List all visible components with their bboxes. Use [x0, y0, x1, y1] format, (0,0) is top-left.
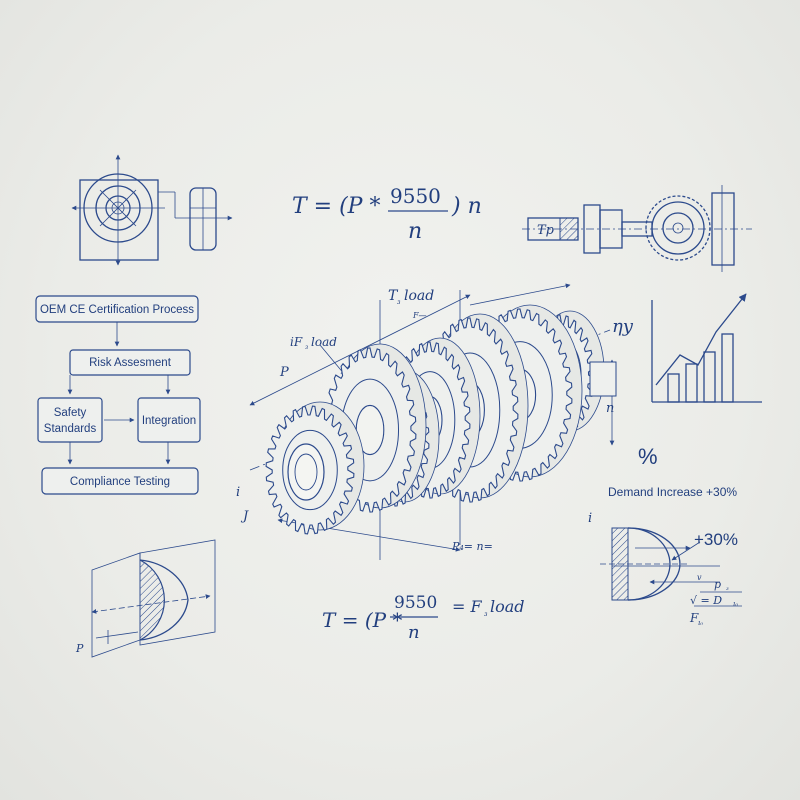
- if-load-text: load: [311, 335, 337, 349]
- shaft-label: Tp: [537, 223, 555, 238]
- growth-bar-4: [721, 333, 734, 403]
- section-eq-sub: ı₀: [733, 600, 738, 608]
- formula-bottom-denominator: n: [408, 622, 420, 643]
- gear-front-pinion-web: [282, 429, 338, 511]
- flow-step-compliance: Compliance Testing: [70, 476, 170, 488]
- torque-formula-top: T = (P * 9550 ) n n: [292, 184, 482, 244]
- p-label: P: [279, 365, 289, 380]
- plus-30-label: +30%: [694, 530, 738, 549]
- flow-box-integration: [137, 397, 201, 443]
- flow-box-risk: [69, 349, 191, 376]
- t-load-sub: ₃: [397, 297, 401, 307]
- if-load-sub: ₃: [305, 342, 308, 351]
- formula-top-rhs: ) n: [451, 194, 482, 219]
- formula-top-lhs: T = (P *: [292, 194, 380, 219]
- gear-assembly-drawing: [249, 283, 617, 560]
- section-v: v: [697, 573, 702, 582]
- j-label: J: [240, 509, 249, 524]
- demand-increase-label: Demand Increase +30%: [608, 485, 737, 499]
- front-bore-inner: [294, 453, 318, 491]
- formula-top-numerator: 9550: [390, 184, 441, 208]
- section-eq: √ = D: [690, 594, 722, 607]
- flow-title: OEM CE Certification Process: [40, 304, 194, 316]
- cross-section-drawing: [600, 527, 742, 607]
- section-view-drawing: P: [75, 539, 216, 658]
- shaft-stub: [589, 361, 617, 397]
- p-n-label: P₄= n=: [451, 540, 493, 553]
- section-p: p: [714, 578, 721, 591]
- formula-top-denominator: n: [408, 219, 422, 244]
- section-p-sub: ₃: [726, 584, 729, 592]
- bearing-housing-drawing: [71, 154, 233, 266]
- formula-bottom-lhs: T = (P *: [322, 608, 402, 632]
- formula-bottom-sub: ₃: [484, 609, 488, 619]
- flow-box-safety: [37, 397, 103, 443]
- if-load-i: iF: [290, 335, 303, 349]
- front-bore: [287, 443, 325, 501]
- flow-step-safety-line2: Standards: [44, 423, 97, 435]
- formula-bottom-numerator: 9550: [394, 593, 437, 613]
- shaft-gear-drawing: Tp: [522, 185, 752, 272]
- flow-box-compliance: [41, 467, 199, 495]
- flow-step-safety-line1: Safety: [54, 407, 87, 419]
- section-f: F: [689, 611, 699, 625]
- percent-symbol: %: [638, 444, 658, 469]
- i-label: i: [236, 485, 240, 500]
- t-load-T: T: [388, 288, 399, 304]
- eta-label: ηy: [612, 316, 634, 337]
- growth-bar-1: [667, 373, 680, 403]
- flow-step-risk: Risk Assesment: [89, 357, 172, 369]
- growth-chart-icon: [651, 293, 762, 403]
- n-label: n: [606, 401, 614, 416]
- growth-bar-2: [685, 363, 698, 403]
- growth-bar-3: [703, 351, 716, 403]
- f-small-label: F—: [412, 311, 427, 320]
- formula-bottom-rhs: = F: [452, 597, 482, 616]
- flow-step-integration: Integration: [142, 415, 196, 427]
- formula-bottom-tail: load: [490, 597, 525, 616]
- gear-labels: T ₃ load iF ₃ load F— P n P₄= n= i J: [236, 288, 614, 553]
- t-load-text: load: [404, 288, 434, 304]
- certification-flowchart: OEM CE Certification Process Risk Assesm…: [35, 295, 201, 495]
- section-p-label: P: [75, 642, 84, 655]
- torque-formula-bottom: T = (P * 9550 = F ₃ load n: [322, 593, 525, 643]
- section-f-sub: ı₀: [698, 619, 703, 627]
- i-right-label: i: [588, 511, 592, 526]
